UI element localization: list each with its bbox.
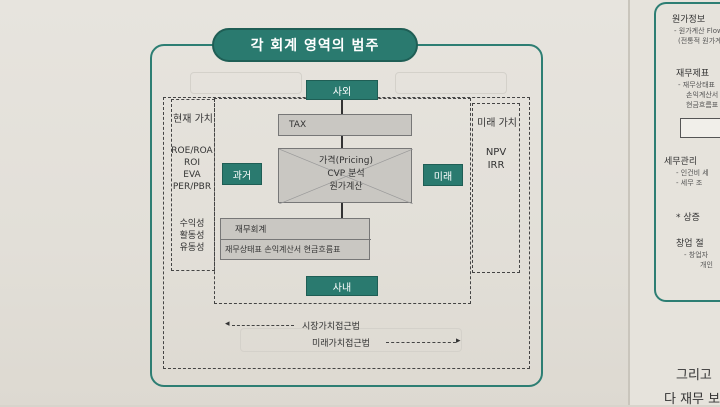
- left-panel-group1: ROE/ROA ROI EVA PER/PBR: [157, 145, 227, 193]
- rp-item: (전통적 원가계산: [678, 37, 720, 45]
- box-internal: 사내: [306, 276, 378, 296]
- right-page-card: [654, 2, 720, 302]
- center-item: CVP 분석: [327, 169, 365, 179]
- financial-items: 재무상태표 손익계산서 현금흐름표: [225, 245, 341, 254]
- left-panel-group2: 수익성 활동성 유동성: [157, 218, 227, 254]
- market-approach-label: 시장가치접근법: [302, 322, 360, 332]
- right-dashed-panel: [472, 103, 520, 273]
- arrow-right-icon: ▸: [456, 336, 461, 346]
- tax-label: TAX: [289, 120, 307, 130]
- rp-item: 개인: [700, 261, 713, 269]
- rp-item: 원가정보: [672, 15, 706, 25]
- future-arrow-line: [386, 342, 456, 343]
- rp-body-line: 그리고: [676, 368, 712, 383]
- rp-body-line: 다 재무 보: [664, 392, 720, 407]
- rp-item: - 재무상태표: [678, 81, 715, 89]
- arrow-left-icon: ◂: [225, 319, 230, 329]
- box-tax: TAX: [278, 114, 412, 136]
- rp-item: - 원가계산 Flow: [674, 27, 720, 35]
- right-panel-list: NPV IRR: [461, 146, 531, 172]
- box-management: 가격(Pricing) CVP 분석 원가계산: [278, 148, 413, 204]
- rp-item: 세무관리: [664, 157, 698, 167]
- rp-item: 재무제표: [676, 69, 710, 79]
- metric-item: IRR: [487, 160, 505, 171]
- rp-item: 창업 절: [676, 239, 704, 249]
- future-approach-label: 미래가치접근법: [312, 339, 370, 349]
- box-external: 사외: [306, 80, 378, 100]
- book-page-right: [628, 0, 720, 405]
- ghost-box: [190, 72, 302, 94]
- market-arrow-line: [232, 325, 294, 326]
- box-financial: 재무회계 재무상태표 손익계산서 현금흐름표: [220, 218, 371, 260]
- rp-item: 현금흐름표: [686, 101, 719, 109]
- center-item: 가격(Pricing): [319, 156, 373, 166]
- right-panel-title: 미래 가치: [477, 118, 517, 129]
- cross-lines: [279, 149, 413, 204]
- metric-item: 활동성: [179, 231, 205, 241]
- rp-item: - 인건비 세: [676, 169, 709, 177]
- rp-item: * 상증: [676, 213, 700, 223]
- metric-item: ROI: [184, 158, 200, 168]
- metric-item: ROE/ROA: [171, 146, 213, 156]
- ghost-box: [395, 72, 507, 94]
- center-item: 원가계산: [329, 182, 363, 192]
- diagram-title: 각 회계 영역의 범주: [212, 28, 418, 62]
- rp-item: - 창업자: [684, 251, 709, 259]
- metric-item: NPV: [485, 147, 507, 158]
- box-past: 과거: [222, 163, 262, 185]
- metric-item: 유동성: [179, 243, 205, 253]
- ghost-box: [240, 328, 462, 352]
- metric-item: EVA: [183, 170, 201, 180]
- metric-item: PER/PBR: [172, 182, 212, 192]
- box-future: 미래: [423, 164, 463, 186]
- left-panel-title: 현재 가치: [173, 114, 213, 125]
- financial-title: 재무회계: [235, 225, 267, 235]
- rp-item: 손익계산서: [686, 91, 719, 99]
- metric-item: 수익성: [179, 219, 205, 229]
- rp-box: [680, 118, 720, 138]
- rp-item: - 세무 조: [676, 179, 703, 187]
